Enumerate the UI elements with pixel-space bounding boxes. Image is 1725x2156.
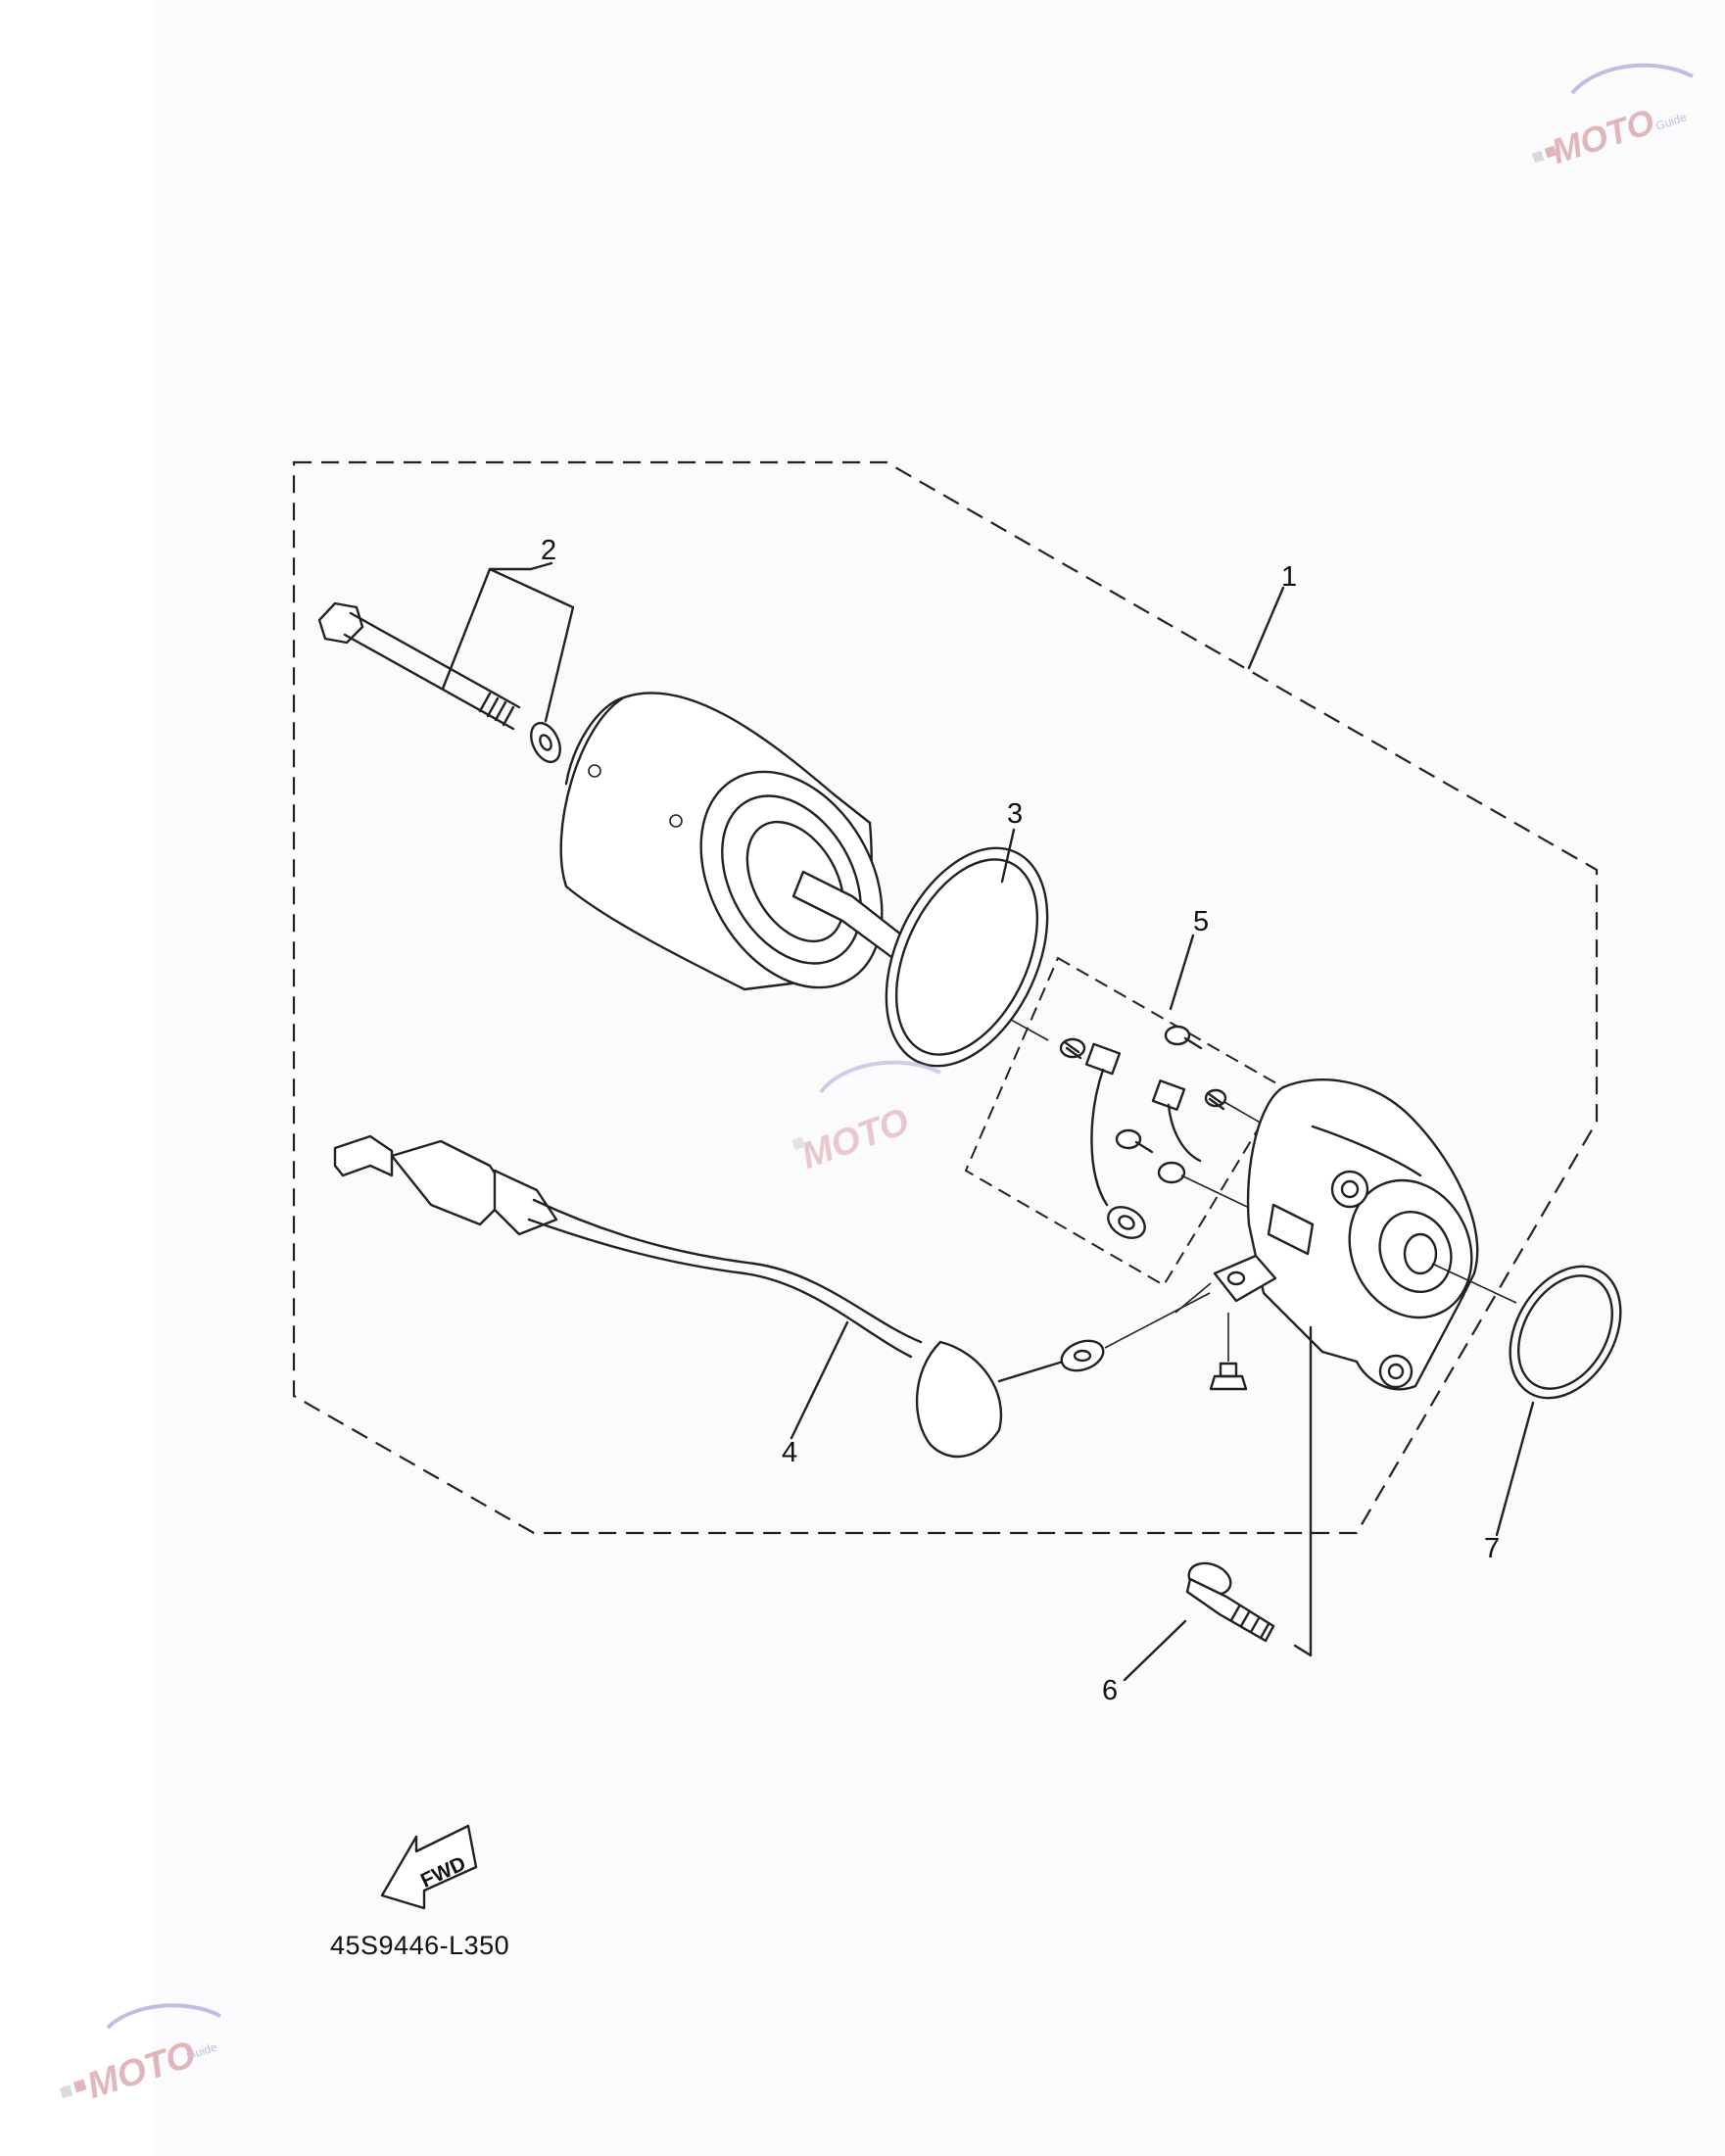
diagram-ref-code: 45S9446-L350 xyxy=(330,1931,509,1960)
watermark-brand-bottom: MOTO xyxy=(82,2034,201,2107)
fwd-arrow-icon: FWD xyxy=(380,1824,478,1910)
callout-2: 2 xyxy=(541,535,556,566)
callout-leaders xyxy=(790,586,1535,1682)
callout-7: 7 xyxy=(1484,1533,1500,1564)
callout-5: 5 xyxy=(1193,906,1209,937)
brush-holder-boundary xyxy=(964,956,1285,1287)
watermark-tag-top: Guide xyxy=(1654,110,1689,132)
watermark-logo-bottom-left: MOTO Guide xyxy=(59,2003,221,2107)
watermark-brand-center: MOTO xyxy=(796,1101,915,1177)
o-ring-large xyxy=(885,846,1049,1068)
long-bolt-and-washer xyxy=(317,561,575,764)
callout-3: 3 xyxy=(1007,798,1023,830)
mounting-bolt xyxy=(1185,1561,1275,1643)
o-ring-small xyxy=(1509,1265,1622,1400)
front-cover xyxy=(1174,1078,1517,1391)
assembly-boundary xyxy=(292,460,1599,1535)
watermark-logo-center: MOTO xyxy=(791,1060,941,1177)
page-background xyxy=(152,0,1725,2156)
watermark-brand-top: MOTO xyxy=(1547,101,1659,171)
callout-labels: 1 2 3 4 5 6 7 xyxy=(541,535,1500,1706)
lead-wire xyxy=(333,1134,1211,1459)
callout-4: 4 xyxy=(782,1437,797,1468)
callout-1: 1 xyxy=(1281,561,1297,593)
brush-holder-set xyxy=(1059,1025,1265,1239)
callout-6: 6 xyxy=(1102,1675,1118,1706)
watermark-logo-top-right: MOTO Guide xyxy=(1531,63,1694,171)
